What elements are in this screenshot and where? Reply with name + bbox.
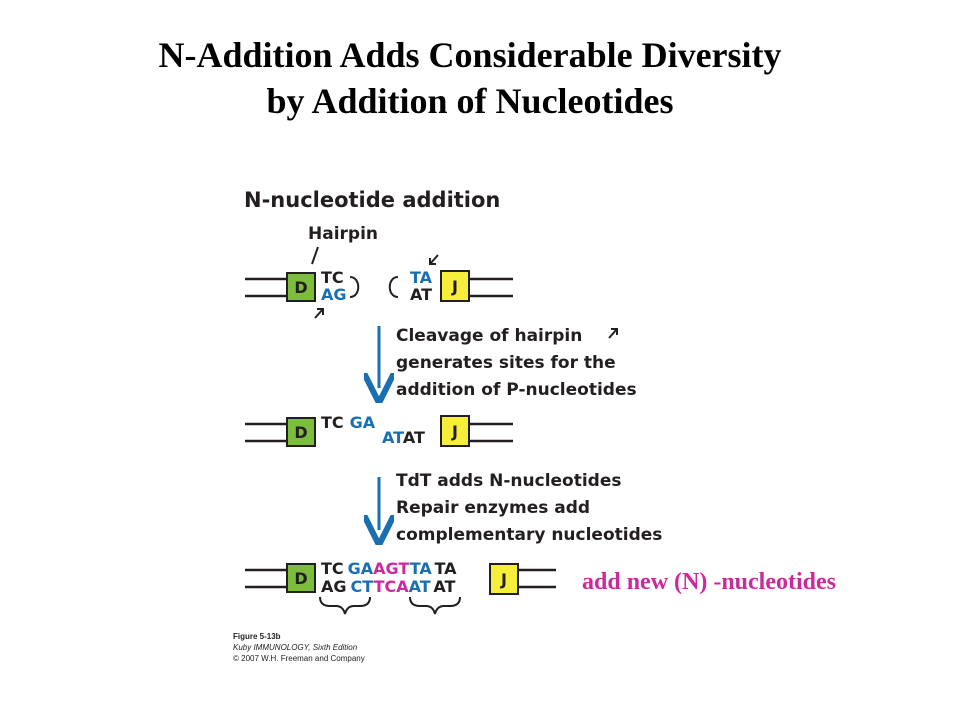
cleavage-arrow-icon xyxy=(608,328,618,339)
nucleotides-original: TA xyxy=(435,559,458,578)
description-line: Cleavage of hairpin xyxy=(396,326,582,346)
j-bottom-nucleotides: AT xyxy=(410,285,432,304)
j-top-nucleotides: TA xyxy=(410,268,433,287)
j-segment-label: J xyxy=(451,277,458,296)
d-top-nucleotides: TC xyxy=(321,268,344,287)
nucleotides-n: TCA xyxy=(374,577,410,596)
j-hairpin-loop xyxy=(388,276,399,298)
nucleotides-p: AT xyxy=(409,577,431,596)
nucleotides-original: AT xyxy=(403,428,425,447)
nucleotides-original: TC xyxy=(321,559,344,578)
description-line: addition of P-nucleotides xyxy=(396,380,637,400)
title-line-2: by Addition of Nucleotides xyxy=(266,81,674,121)
description-line: generates sites for the xyxy=(396,353,616,373)
j-segment-box xyxy=(440,270,470,302)
d-segment-label: D xyxy=(294,278,307,297)
step-1-hairpins: D TC AG TA AT J xyxy=(245,246,513,319)
nucleotides-n: AGT xyxy=(373,559,410,578)
cleavage-arrow-icon xyxy=(429,254,439,265)
nucleotides-original: TC xyxy=(321,413,344,432)
d-segment-box xyxy=(286,563,316,593)
step-2-description: TdT adds N-nucleotides Repair enzymes ad… xyxy=(396,471,662,545)
p-nucleotide-brace-left xyxy=(319,596,371,615)
hairpin-pointer xyxy=(311,246,319,265)
nucleotides-p: CT xyxy=(351,577,374,596)
d-bottom-nucleotides: AG xyxy=(321,285,347,304)
j-segment-label: J xyxy=(500,570,507,589)
d-top-nucleotides: TC GA xyxy=(321,413,376,432)
cleavage-arrow-icon xyxy=(314,308,324,319)
d-segment-label: D xyxy=(294,423,307,442)
nucleotides-p: GA xyxy=(348,559,374,578)
description-line: Repair enzymes add xyxy=(396,498,590,518)
description-line: TdT adds N-nucleotides xyxy=(396,471,622,491)
d-segment-label: D xyxy=(294,569,307,588)
step-1-description: Cleavage of hairpin generates sites for … xyxy=(396,326,637,400)
nucleotides-original: AT xyxy=(433,577,455,596)
d-segment-box xyxy=(286,417,316,447)
caption-book: Kuby IMMUNOLOGY, Sixth Edition xyxy=(233,643,358,652)
hairpin-label: Hairpin xyxy=(308,224,378,244)
caption-copyright: © 2007 W.H. Freeman and Company xyxy=(233,654,365,663)
figure-heading: N-nucleotide addition xyxy=(244,188,500,212)
d-hairpin-loop xyxy=(349,276,360,298)
n-nucleotide-annotation: add new (N) -nucleotides xyxy=(582,569,837,595)
slide-title: N-Addition Adds Considerable Diversity b… xyxy=(0,32,940,124)
j-segment-box xyxy=(440,415,470,447)
title-line-1: N-Addition Adds Considerable Diversity xyxy=(158,35,782,75)
p-nucleotide-brace-right xyxy=(409,596,461,615)
nucleotides-p: TA xyxy=(410,559,433,578)
nucleotides-original: AG xyxy=(321,577,347,596)
nucleotides-p: AT xyxy=(382,428,404,447)
j-bottom-nucleotides: ATAT xyxy=(382,428,425,447)
caption-figure-number: Figure 5-13b xyxy=(233,632,281,641)
description-line: complementary nucleotides xyxy=(396,525,662,545)
j-segment-box xyxy=(489,563,519,595)
j-segment-label: J xyxy=(451,422,458,441)
step-2-p-nucleotides: D TC GA ATAT J xyxy=(245,413,513,447)
nucleotides-p: GA xyxy=(350,413,376,432)
figure-caption: Figure 5-13b Kuby IMMUNOLOGY, Sixth Edit… xyxy=(233,631,365,664)
d-segment-box xyxy=(286,272,316,302)
